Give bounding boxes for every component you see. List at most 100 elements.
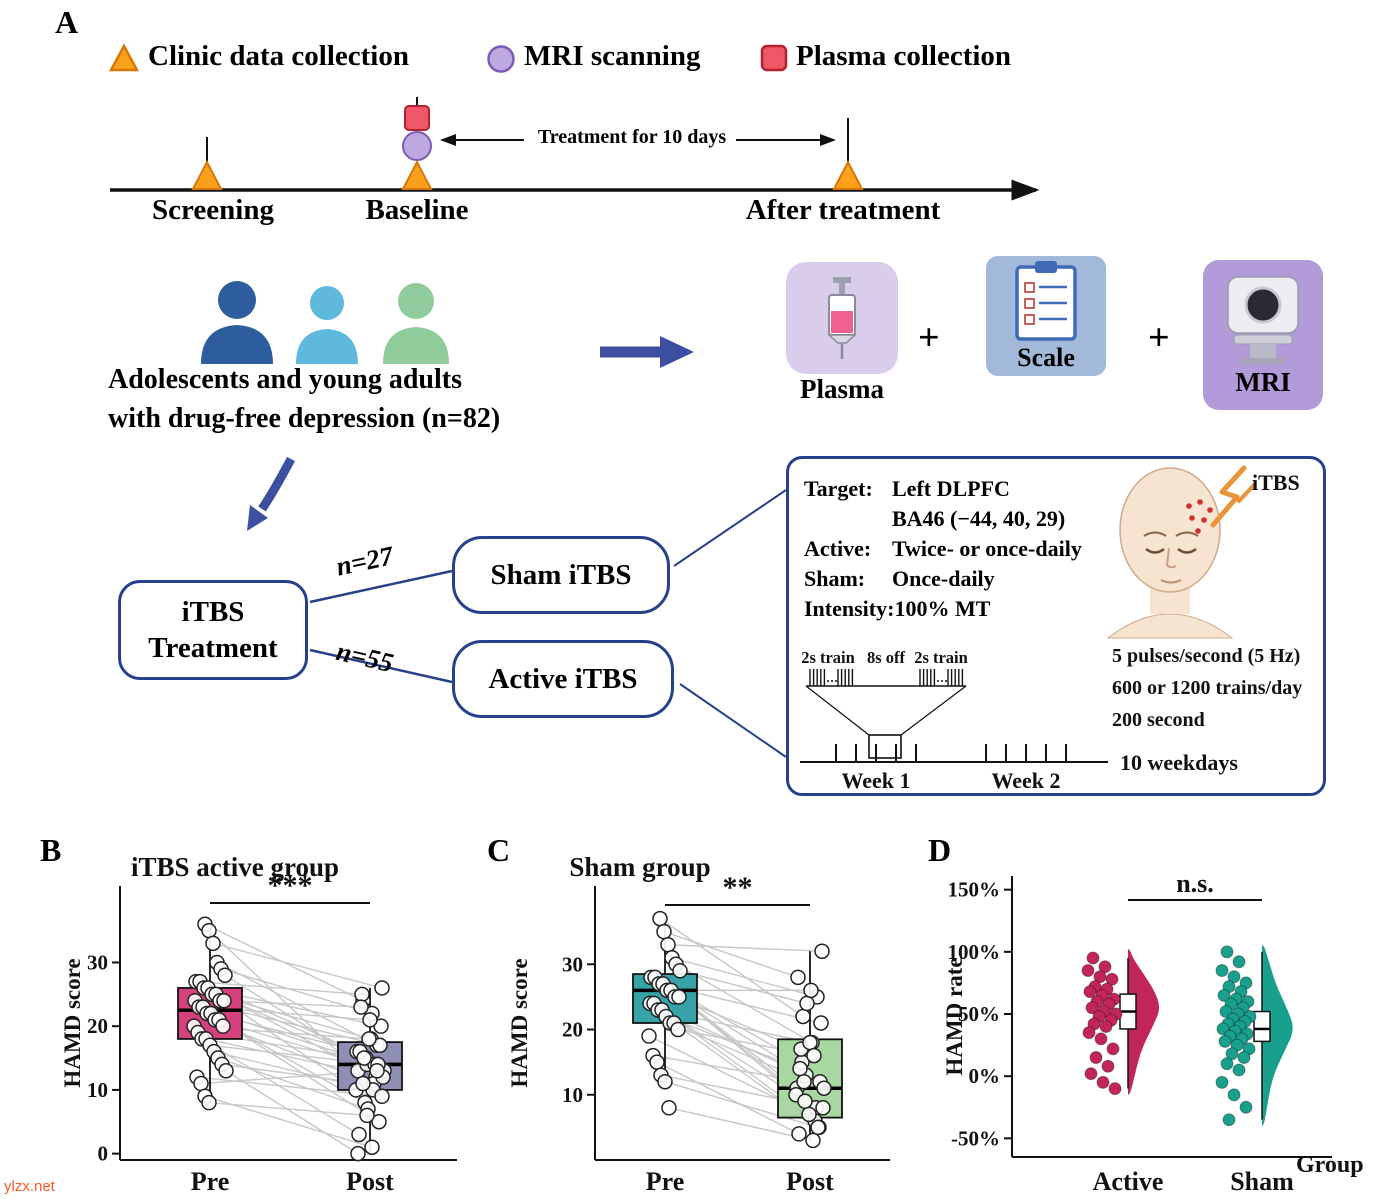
data-point [815, 1100, 831, 1116]
population-line1: Adolescents and young adults [108, 364, 462, 395]
itbs-treatment-box: iTBS Treatment [118, 580, 308, 680]
plasma-card [786, 262, 898, 374]
legend-plasma-label: Plasma collection [796, 40, 1012, 72]
plus-sign-1: + [918, 317, 940, 359]
plus-sign-2: + [1148, 317, 1170, 359]
protocol-key: Target: [804, 476, 873, 501]
connector-active-protocol [679, 683, 787, 758]
pair-line [217, 1057, 369, 1110]
data-point [1222, 1113, 1236, 1127]
data-point [371, 1114, 387, 1130]
protocol-value: Once-daily [892, 566, 995, 591]
data-point [361, 1031, 377, 1047]
data-point [359, 1107, 375, 1124]
baseline-plasma-square-icon [404, 105, 430, 131]
sham-itbs-label: Sham iTBS [490, 559, 632, 591]
protocol-row-target: Target: Left DLPFC [804, 474, 1082, 504]
after-treatment-triangle-icon [832, 159, 864, 190]
population-text: Adolescents and young adults with drug-f… [108, 360, 500, 438]
legend-mri-label: MRI scanning [524, 40, 701, 72]
syringe-icon [827, 277, 857, 359]
data-point [661, 1100, 677, 1116]
data-point [355, 1075, 371, 1092]
scale-card: Scale [986, 256, 1106, 376]
data-point [1217, 988, 1231, 1002]
data-point [350, 1145, 366, 1162]
pair-line [212, 942, 383, 989]
data-point [795, 1008, 811, 1025]
data-point [1105, 972, 1119, 986]
data-point [649, 1054, 665, 1070]
protocol-box [786, 456, 1326, 796]
y-tick-label: -50% [951, 1126, 1000, 1150]
timeline-baseline-label: Baseline [365, 194, 469, 226]
data-point [792, 1060, 808, 1077]
y-tick-label: 0% [969, 1064, 1001, 1088]
circle-icon [487, 45, 515, 73]
x-category-label: Post [346, 1167, 394, 1196]
data-point [670, 1021, 686, 1038]
population-line2: with drug-free depression (n=82) [108, 403, 501, 434]
data-point [813, 1015, 829, 1031]
data-point [374, 1088, 390, 1105]
y-tick-label: 100% [948, 940, 1001, 964]
n27-label: n=27 [333, 540, 396, 582]
data-point [1227, 970, 1241, 984]
data-point [1099, 1019, 1113, 1033]
pair-line [208, 930, 359, 1072]
data-point [1225, 1047, 1239, 1061]
x-category-label: Sham [1230, 1167, 1294, 1196]
timeline-screening-label: Screening [152, 194, 274, 226]
box [1253, 1010, 1271, 1043]
data-point [1093, 970, 1107, 984]
plasma-label: Plasma [800, 374, 884, 404]
data-point [1218, 1034, 1232, 1048]
data-point [796, 1073, 812, 1090]
protocol-key: Sham: [804, 566, 866, 591]
data-point [201, 1094, 217, 1111]
data-point [1237, 1051, 1251, 1065]
mri-scanner-icon [1227, 275, 1299, 364]
panel-b-letter: B [40, 832, 62, 868]
data-point [353, 999, 369, 1015]
data-point [1082, 1026, 1096, 1040]
triangle-icon [108, 43, 140, 72]
baseline-triangle-icon [401, 159, 433, 190]
data-point [1215, 1075, 1229, 1089]
protocol-key: Active: [804, 536, 872, 561]
significance-label: n.s. [1176, 869, 1214, 898]
y-axis-label: HAMD score [507, 958, 532, 1087]
data-point [1085, 1001, 1099, 1015]
protocol-rows: Target: Left DLPFC BA46 (−44, 40, 29) Ac… [804, 474, 1082, 624]
half-violin [1262, 945, 1293, 1126]
x-category-label: Pre [646, 1167, 685, 1196]
protocol-row-sham: Sham: Once-daily [804, 564, 1082, 594]
data-point [1220, 1057, 1234, 1071]
x-axis-label: Group [1296, 1152, 1364, 1178]
data-point [672, 963, 688, 979]
data-point [1081, 963, 1095, 977]
data-point [1106, 1042, 1120, 1056]
data-point [218, 1063, 234, 1079]
data-point [652, 910, 668, 927]
data-point [1089, 1051, 1103, 1065]
n55-label: n=55 [333, 635, 397, 679]
data-point [805, 1132, 821, 1149]
baseline-mri-circle-icon [402, 131, 432, 161]
itbs-treatment-line2: Treatment [148, 632, 278, 664]
screening-triangle-icon [191, 159, 223, 190]
data-point [193, 1075, 209, 1092]
pair-line [195, 980, 363, 996]
y-tick-label: 10 [562, 1083, 583, 1107]
data-point [641, 1028, 657, 1044]
mri-card: MRI [1203, 260, 1323, 410]
data-point [356, 1050, 372, 1066]
data-point [354, 986, 370, 1003]
data-point [364, 1139, 380, 1156]
data-point [1227, 1088, 1241, 1102]
data-point [1101, 1059, 1115, 1073]
protocol-row-active: Active: Twice- or once-daily [804, 534, 1082, 564]
data-point [351, 1126, 367, 1143]
